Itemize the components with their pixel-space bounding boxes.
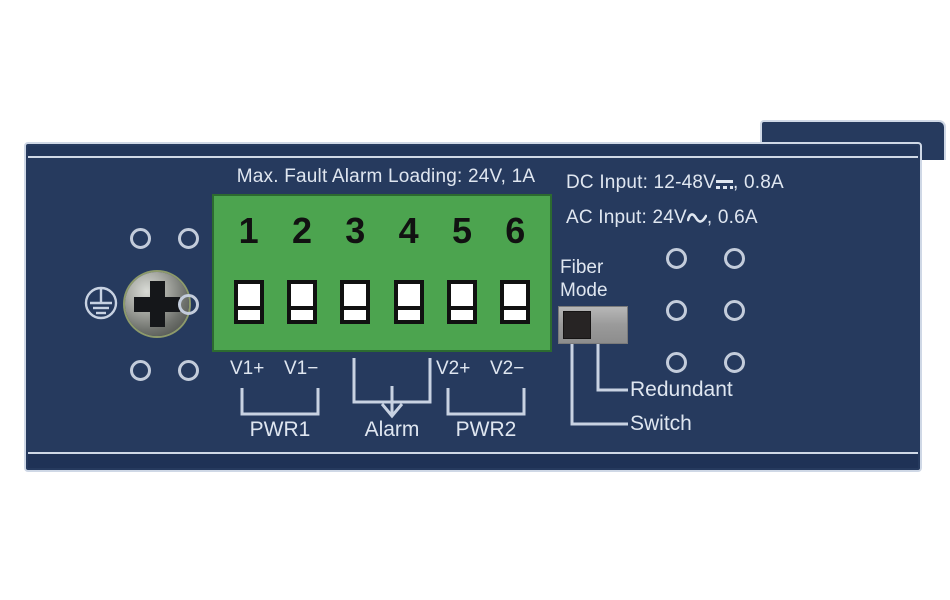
- vent-hole: [178, 360, 199, 381]
- pin-label-v2-positive: V2+: [436, 358, 471, 379]
- group-label-pwr2: PWR2: [455, 418, 517, 441]
- dip-switch-leader-lines: [570, 344, 628, 426]
- vent-hole: [178, 228, 199, 249]
- terminal-number: 5: [451, 210, 472, 251]
- ac-input-spec: AC Input: 24V , 0.6A: [566, 207, 758, 229]
- pin-label-v2-negative: V2−: [490, 358, 525, 379]
- vent-hole: [724, 248, 745, 269]
- ac-current-symbol: [686, 211, 707, 225]
- fiber-mode-label: Fiber Mode: [560, 256, 608, 302]
- vent-hole: [666, 248, 687, 269]
- screw-slot-horizontal: [134, 296, 180, 312]
- pin-label-v1-positive: V1+: [230, 358, 265, 379]
- group-label-alarm: Alarm: [364, 418, 420, 441]
- terminal-number: 3: [345, 210, 366, 251]
- fiber-mode-line1: Fiber: [560, 257, 604, 278]
- vent-hole: [130, 360, 151, 381]
- alarm-bracket: [352, 358, 432, 419]
- terminal-screw-contact[interactable]: [393, 280, 424, 324]
- fiber-mode-line2: Mode: [560, 280, 608, 301]
- vent-hole: [178, 294, 199, 315]
- terminal-screw-contact[interactable]: [286, 280, 317, 324]
- terminal-screw-contact[interactable]: [500, 280, 531, 324]
- protective-earth-ground-icon: [82, 284, 120, 327]
- terminal-number-row: 1 2 3 4 5 6: [214, 210, 550, 252]
- vent-hole: [666, 300, 687, 321]
- terminal-screw-row: [214, 280, 550, 324]
- pin-label-v1-negative: V1−: [284, 358, 319, 379]
- vent-hole: [130, 228, 151, 249]
- pwr1-bracket: [240, 388, 320, 416]
- terminal-number: 1: [238, 210, 259, 251]
- terminal-screw-contact[interactable]: [446, 280, 477, 324]
- vent-hole: [724, 300, 745, 321]
- dip-switch-toggle[interactable]: [563, 311, 591, 339]
- dc-input-suffix: , 0.8A: [733, 172, 784, 193]
- chassis-bottom-rail: [28, 452, 918, 468]
- pwr2-bracket: [446, 388, 526, 416]
- terminal-screw-contact[interactable]: [340, 280, 371, 324]
- industrial-switch-front-panel: Max. Fault Alarm Loading: 24V, 1A DC Inp…: [24, 120, 946, 472]
- terminal-number: 4: [398, 210, 419, 251]
- chassis-face-plate: Max. Fault Alarm Loading: 24V, 1A DC Inp…: [24, 142, 922, 472]
- alarm-loading-label: Max. Fault Alarm Loading: 24V, 1A: [236, 166, 536, 187]
- vent-hole: [666, 352, 687, 373]
- chassis-top-rail: [28, 146, 918, 158]
- fiber-mode-dip-switch[interactable]: [558, 306, 628, 344]
- vent-hole: [724, 352, 745, 373]
- terminal-screw-contact[interactable]: [233, 280, 264, 324]
- terminal-number: 6: [505, 210, 526, 251]
- ac-input-suffix: , 0.6A: [706, 207, 758, 228]
- dc-input-spec: DC Input: 12-48V , 0.8A: [566, 172, 784, 194]
- dc-current-symbol: [716, 176, 734, 190]
- dip-position-label-redundant: Redundant: [630, 378, 733, 401]
- group-label-pwr1: PWR1: [249, 418, 311, 441]
- dc-input-prefix: DC Input: 12-48V: [566, 172, 717, 193]
- terminal-number: 2: [291, 210, 312, 251]
- ac-input-prefix: AC Input: 24V: [566, 207, 687, 228]
- green-terminal-block: 1 2 3 4 5 6: [212, 194, 552, 352]
- dip-position-label-switch: Switch: [630, 412, 692, 435]
